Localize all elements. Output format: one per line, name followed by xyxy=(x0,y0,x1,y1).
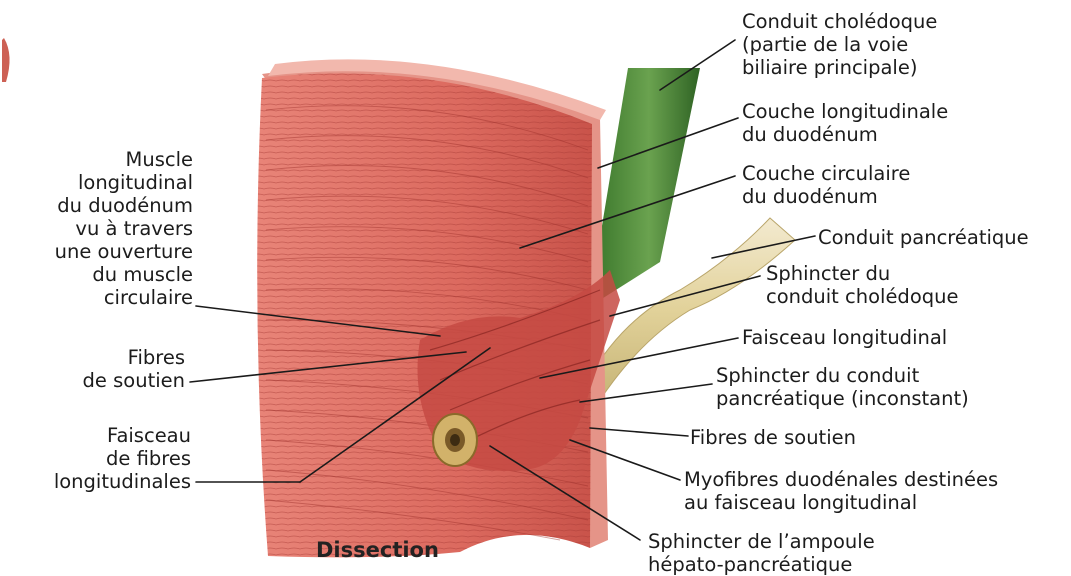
label-myofibres: Myofibres duodénales destinées au faisce… xyxy=(684,468,998,514)
label-muscle-longitudinal: Muscle longitudinal du duodénum vu à tra… xyxy=(55,148,193,309)
label-faisceau-longitudinal: Faisceau longitudinal xyxy=(742,326,947,349)
figure-caption: Dissection xyxy=(316,538,439,562)
label-couche-circulaire: Couche circulaire du duodénum xyxy=(742,162,910,208)
label-fibres-soutien-droite: Fibres de soutien xyxy=(690,426,856,449)
label-sphincter-pancreatique: Sphincter du conduit pancréatique (incon… xyxy=(716,364,969,410)
edge-fragment xyxy=(2,38,10,82)
common-bile-duct xyxy=(598,68,700,300)
label-fibres-soutien-gauche: Fibres de soutien xyxy=(83,346,185,392)
label-faisceau-fibres: Faisceau de fibres longitudinales xyxy=(54,424,191,493)
label-sphincter-ampoule: Sphincter de l’ampoule hépato-pancréatiq… xyxy=(648,530,875,576)
ampulla-opening xyxy=(433,414,477,466)
label-couche-longitudinale: Couche longitudinale du duodénum xyxy=(742,100,948,146)
leader-conduit-choledoque xyxy=(660,40,735,90)
label-conduit-choledoque: Conduit cholédoque (partie de la voie bi… xyxy=(742,10,937,79)
label-conduit-pancreatique: Conduit pancréatique xyxy=(818,226,1029,249)
label-sphincter-choledoque: Sphincter du conduit cholédoque xyxy=(766,262,958,308)
